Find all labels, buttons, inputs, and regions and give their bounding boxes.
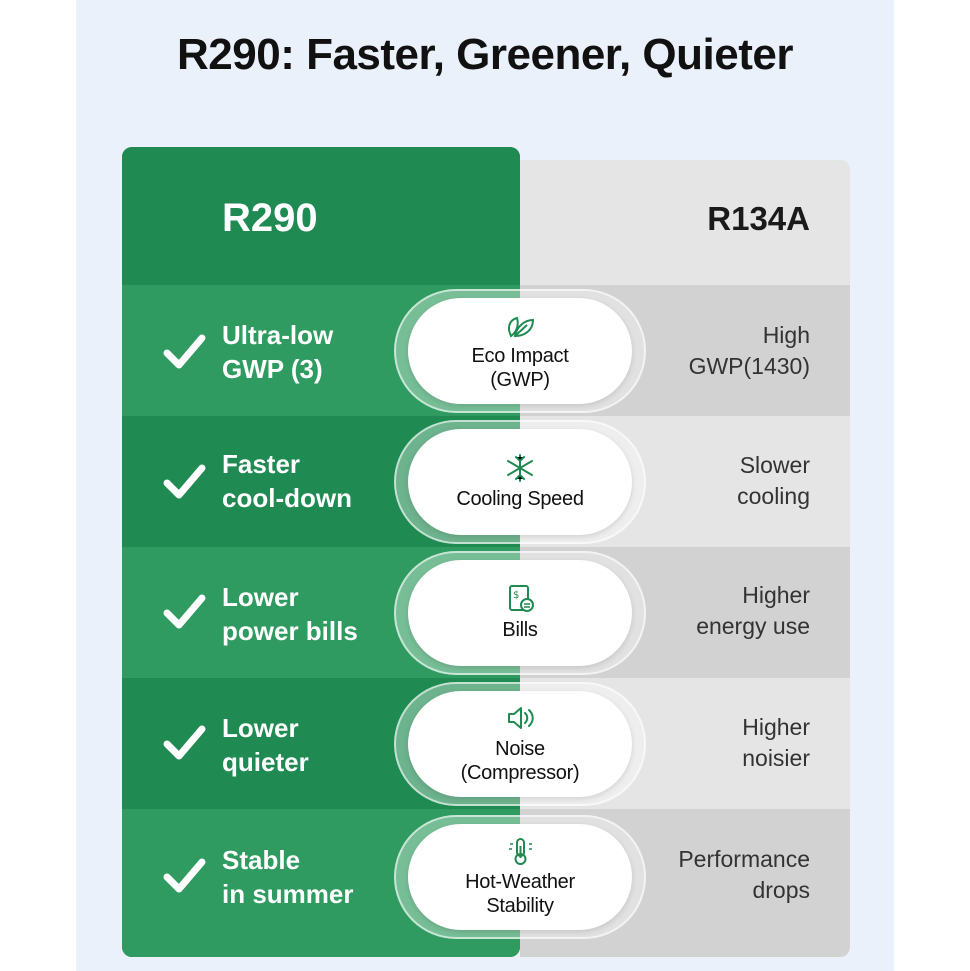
feature-pill-noise: Noise (Compressor) [408,691,632,797]
check-icon [163,725,206,760]
r290-benefit: Lower power bills [222,582,358,646]
r134a-header-band [520,160,850,285]
r290-benefit: Stable in summer [222,845,354,909]
r290-benefit: Faster cool-down [222,449,352,513]
r134a-drawback: Performance drops [678,846,810,903]
speaker-icon [508,707,534,729]
leaf-icon [508,316,535,338]
page-title: R290: Faster, Greener, Quieter [177,30,793,79]
feature-label: Noise (Compressor) [460,738,580,784]
r290-header-band [122,147,520,285]
feature-label: Eco Impact (GWP) [471,345,569,391]
check-icon [163,334,206,369]
thermometer-icon [509,838,532,865]
feature-label: Bills [502,619,538,641]
r134a-drawback: Higher noisier [742,714,810,771]
svg-text:$: $ [513,590,519,601]
check-icon [163,464,206,499]
feature-pill-hot-weather: Hot-Weather Stability [408,824,632,930]
r134a-drawback: High GWP(1430) [688,322,810,379]
r134a-drawback: Slower cooling [737,452,810,509]
r134a-heading: R134A [707,200,810,237]
r290-heading: R290 [222,196,318,240]
r290-benefit: Ultra-low GWP (3) [222,320,334,384]
bill-icon: $ [509,585,534,612]
check-icon [163,594,206,629]
feature-pill-bills: $ Bills [408,560,632,666]
feature-label: Cooling Speed [456,488,584,510]
snowflake-icon [507,454,533,482]
feature-pill-cooling-speed: Cooling Speed [408,429,632,535]
r134a-drawback: Higher energy use [696,582,810,639]
check-icon [163,858,206,893]
feature-pill-eco-impact: Eco Impact (GWP) [408,298,632,404]
feature-label: Hot-Weather Stability [465,871,575,917]
r290-benefit: Lower quieter [222,713,309,777]
